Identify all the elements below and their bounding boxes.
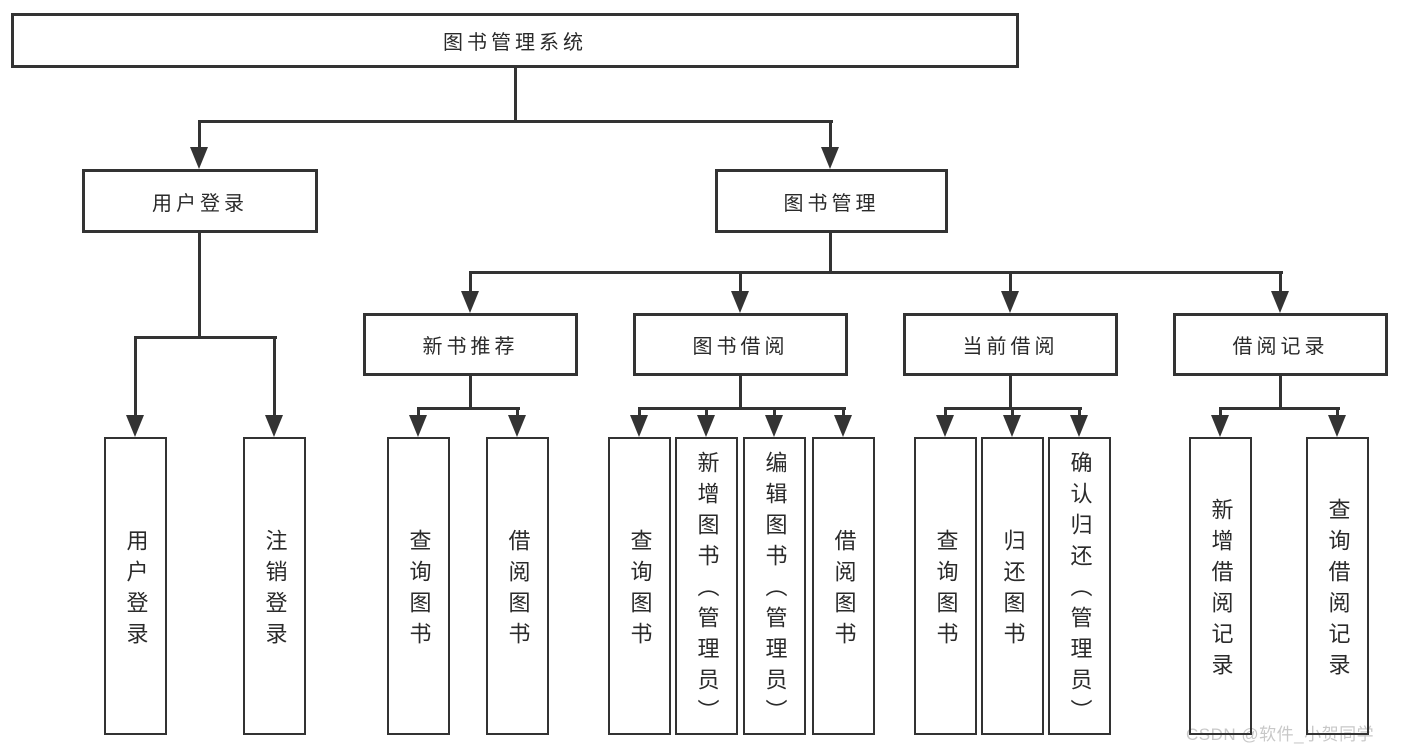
connector xyxy=(198,231,201,339)
arrowhead-icon xyxy=(126,415,144,437)
connector xyxy=(198,120,833,123)
leaf-query-books-current-label: 查询图书 xyxy=(933,528,959,653)
connector xyxy=(739,374,742,410)
arrowhead-icon xyxy=(697,415,715,437)
connector xyxy=(1011,407,1014,421)
connector xyxy=(134,336,277,339)
connector xyxy=(829,231,832,274)
arrowhead-icon xyxy=(190,147,208,169)
leaf-query-books-current: 查询图书 xyxy=(914,437,977,735)
connector xyxy=(417,407,520,410)
leaf-user-login-label: 用户登录 xyxy=(123,528,149,653)
leaf-add-borrow-record-label: 新增借阅记录 xyxy=(1208,497,1234,684)
connector xyxy=(842,407,845,421)
connector xyxy=(514,66,517,123)
leaf-return-books-label: 归还图书 xyxy=(1000,528,1026,653)
node-root-label: 图书管理系统 xyxy=(443,32,587,54)
node-book-management: 图书管理 xyxy=(715,169,948,233)
connector xyxy=(1009,271,1012,295)
leaf-add-borrow-record: 新增借阅记录 xyxy=(1189,437,1252,735)
connector xyxy=(134,336,137,420)
connector xyxy=(638,407,846,410)
connector xyxy=(705,407,708,421)
arrowhead-icon xyxy=(409,415,427,437)
connector xyxy=(638,407,641,421)
node-current-borrowing-label: 当前借阅 xyxy=(962,336,1059,358)
leaf-borrow-books-label: 借阅图书 xyxy=(831,528,857,653)
node-borrowing-records: 借阅记录 xyxy=(1173,313,1388,376)
arrowhead-icon xyxy=(1328,415,1346,437)
node-root: 图书管理系统 xyxy=(11,13,1019,68)
leaf-borrow-books: 借阅图书 xyxy=(812,437,875,735)
leaf-query-books-borrow: 查询图书 xyxy=(608,437,671,735)
arrowhead-icon xyxy=(1001,291,1019,313)
node-new-book-recommendation-label: 新书推荐 xyxy=(422,336,519,358)
arrowhead-icon xyxy=(508,415,526,437)
connector xyxy=(469,271,1283,274)
leaf-borrow-books-recommend: 借阅图书 xyxy=(486,437,549,735)
node-book-borrowing: 图书借阅 xyxy=(633,313,848,376)
node-borrowing-records-label: 借阅记录 xyxy=(1232,336,1329,358)
connector xyxy=(739,271,742,295)
leaf-add-book-admin: 新增图书（管理员） xyxy=(675,437,738,735)
arrowhead-icon xyxy=(630,415,648,437)
connector xyxy=(1279,374,1282,410)
leaf-logout: 注销登录 xyxy=(243,437,306,735)
arrowhead-icon xyxy=(265,415,283,437)
leaf-logout-label: 注销登录 xyxy=(262,528,288,653)
leaf-query-books-borrow-label: 查询图书 xyxy=(627,528,653,653)
leaf-borrow-books-recommend-label: 借阅图书 xyxy=(505,528,531,653)
watermark: CSDN @软件_小贺同学 xyxy=(1186,725,1375,744)
node-user-login-label: 用户登录 xyxy=(152,192,248,215)
connector xyxy=(1219,407,1222,421)
leaf-confirm-return-admin: 确认归还（管理员） xyxy=(1048,437,1111,735)
node-book-management-label: 图书管理 xyxy=(783,192,880,215)
leaf-confirm-return-admin-label: 确认归还（管理员） xyxy=(1067,451,1093,730)
connector xyxy=(273,336,276,420)
arrowhead-icon xyxy=(765,415,783,437)
connector xyxy=(944,407,947,421)
node-user-login: 用户登录 xyxy=(82,169,318,233)
node-current-borrowing: 当前借阅 xyxy=(903,313,1118,376)
connector xyxy=(829,120,832,150)
arrowhead-icon xyxy=(461,291,479,313)
leaf-edit-book-admin: 编辑图书（管理员） xyxy=(743,437,806,735)
arrowhead-icon xyxy=(1211,415,1229,437)
connector xyxy=(417,407,420,421)
leaf-return-books: 归还图书 xyxy=(981,437,1044,735)
connector xyxy=(1078,407,1081,421)
arrowhead-icon xyxy=(821,147,839,169)
leaf-edit-book-admin-label: 编辑图书（管理员） xyxy=(762,451,788,730)
leaf-query-borrow-record-label: 查询借阅记录 xyxy=(1325,497,1351,684)
leaf-add-book-admin-label: 新增图书（管理员） xyxy=(694,451,720,730)
connector xyxy=(773,407,776,421)
connector xyxy=(469,374,472,410)
connector xyxy=(1009,374,1012,410)
arrowhead-icon xyxy=(1070,415,1088,437)
connector xyxy=(516,407,519,421)
leaf-query-books-recommend: 查询图书 xyxy=(387,437,450,735)
connector xyxy=(198,120,201,150)
connector xyxy=(1336,407,1339,421)
connector xyxy=(469,271,472,295)
arrowhead-icon xyxy=(731,291,749,313)
connector xyxy=(1279,271,1282,295)
arrowhead-icon xyxy=(1003,415,1021,437)
leaf-query-books-recommend-label: 查询图书 xyxy=(406,528,432,653)
connector xyxy=(1219,407,1340,410)
leaf-query-borrow-record: 查询借阅记录 xyxy=(1306,437,1369,735)
arrowhead-icon xyxy=(936,415,954,437)
arrowhead-icon xyxy=(1271,291,1289,313)
arrowhead-icon xyxy=(834,415,852,437)
node-new-book-recommendation: 新书推荐 xyxy=(363,313,578,376)
leaf-user-login: 用户登录 xyxy=(104,437,167,735)
node-book-borrowing-label: 图书借阅 xyxy=(692,336,789,358)
